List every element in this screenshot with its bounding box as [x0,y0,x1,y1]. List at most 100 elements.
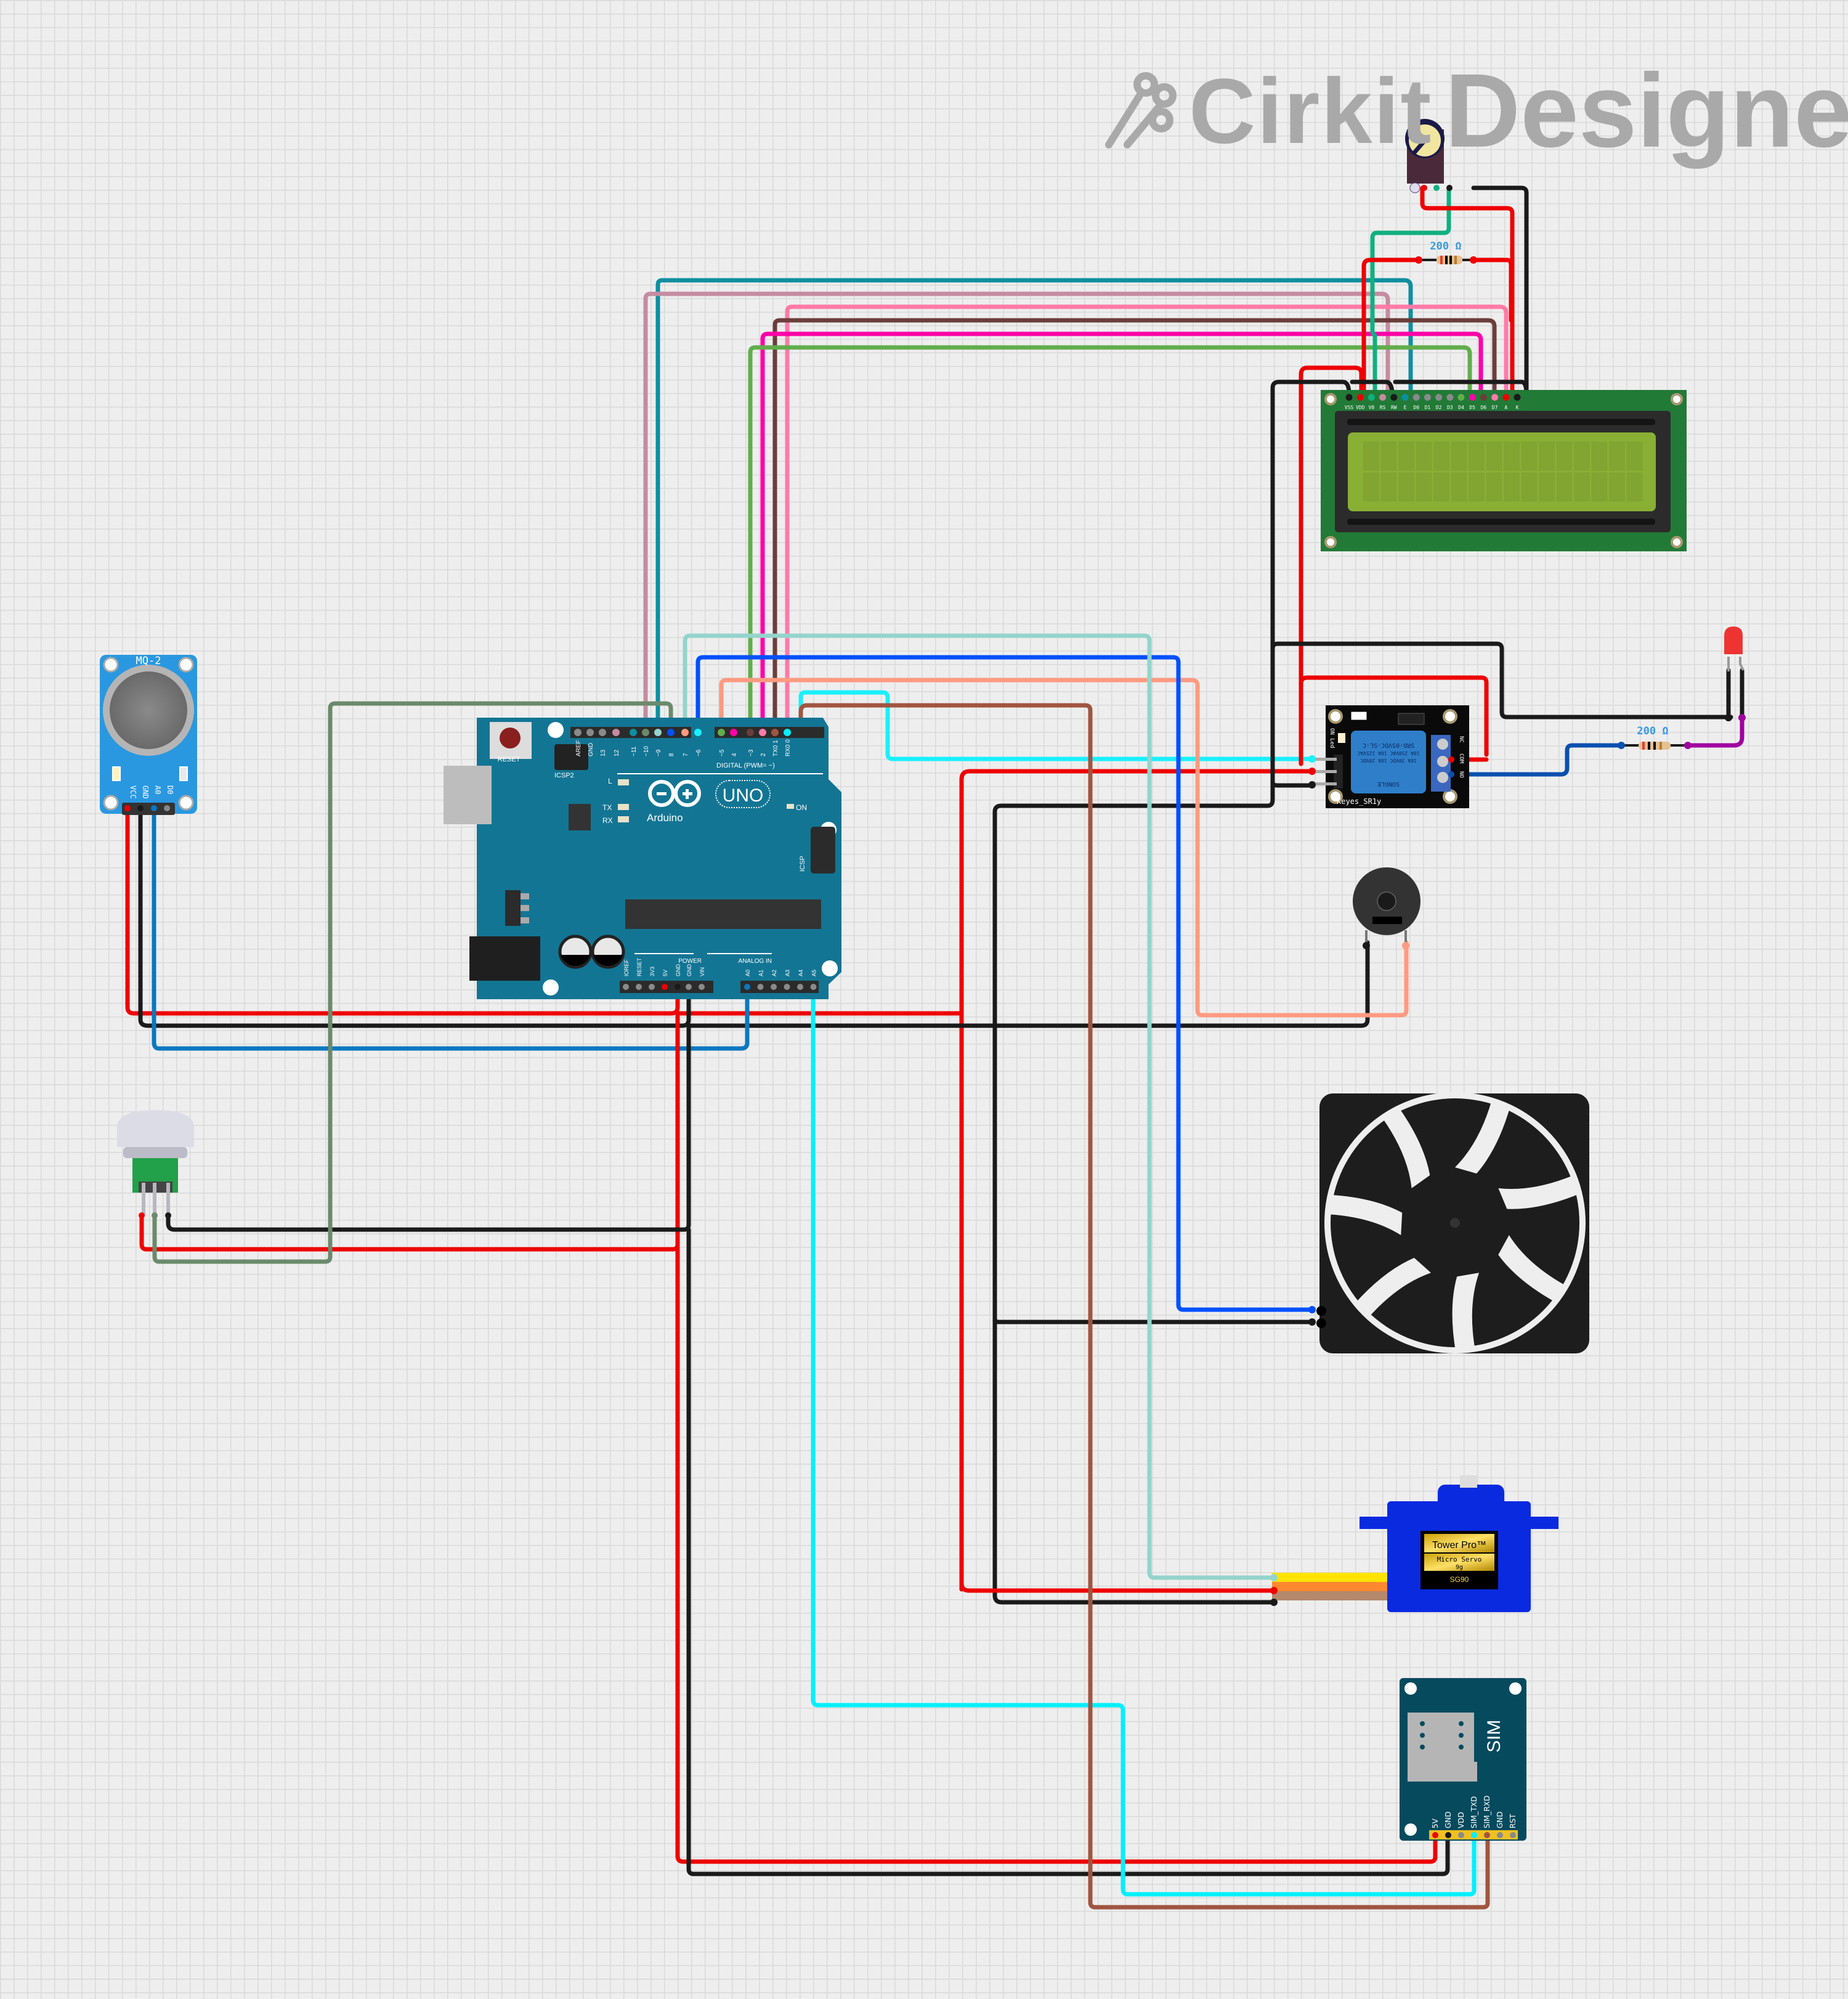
wire-servo-vcc[interactable] [959,1581,1275,1593]
wire-lcd-rs[interactable] [643,291,1390,732]
arduino-power-pin-vin[interactable] [699,984,705,990]
arduino-pin-tx01[interactable] [771,729,779,736]
arduino-pin-3[interactable] [747,729,754,736]
dc-fan[interactable] [1308,1092,1589,1358]
pir-vcc-pin[interactable] [139,1212,145,1218]
wire-fan-signal[interactable] [695,655,1315,1312]
mq2-sensor[interactable]: MQ-2 VCC GND A0 D0 [100,655,197,815]
resistor-led[interactable]: 200 Ω [1618,725,1692,750]
pir-sensor[interactable] [117,1110,194,1218]
relay-signal-pin[interactable] [1308,755,1316,763]
pot-pin-wiper[interactable] [1433,185,1440,191]
relay-gnd-pin[interactable] [1308,781,1316,789]
lcd-pin-d4[interactable] [1457,394,1465,401]
wire-pot-gnd[interactable] [1471,185,1529,397]
red-led[interactable] [1724,626,1746,721]
wire-relay-vcc[interactable] [959,675,1489,1592]
pir-gnd-pin[interactable] [165,1212,171,1218]
lcd-pin-k[interactable] [1514,394,1521,401]
lcd-pin-d5[interactable] [1469,394,1476,401]
wire-lcd-d5[interactable] [760,331,1483,732]
led-cathode-pin[interactable] [1725,714,1732,721]
relay-module[interactable]: SRD-05VDC-SL-C 10A 250VAC 10A 125VAC 10A… [1308,705,1469,808]
wire-sim-gnd[interactable] [686,1227,1450,1876]
wire-lcd-5v[interactable] [1299,365,1364,763]
mq2-d0-pin[interactable] [164,805,170,811]
servo-sg90[interactable]: Tower Pro™ Micro Servo 9g SG90 [1270,1475,1558,1612]
arduino-power-pin-ioref[interactable] [623,984,629,990]
lcd-pin-rw[interactable] [1390,394,1398,401]
buzzer[interactable] [1353,867,1420,949]
arduino-pin-gnd[interactable] [586,729,594,736]
arduino-pin-13[interactable] [599,729,606,736]
arduino-pin-6[interactable] [694,729,702,736]
arduino-analog-pin-a1[interactable] [757,984,764,990]
lcd-pin-a[interactable] [1502,394,1510,401]
lcd-pin-d2[interactable] [1435,394,1443,401]
wire-relay-signal[interactable] [798,690,1315,761]
arduino-pin-2[interactable] [759,729,766,736]
wire-relay-no-res[interactable] [1453,743,1624,777]
arduino-power-pin-reset[interactable] [636,984,642,990]
wire-lcd-d7[interactable] [785,304,1509,732]
buzzer-signal-pin[interactable] [1402,942,1409,949]
arduino-analog-pin-a5[interactable] [810,984,817,990]
relay-vcc-pin[interactable] [1308,768,1316,775]
sim-pin-sim-rxd[interactable] [1484,1832,1490,1838]
wire-pot-vcc[interactable] [1420,185,1515,397]
sim-pin-5v[interactable] [1432,1832,1438,1838]
sim-pin-gnd[interactable] [1445,1832,1451,1838]
arduino-pin-4[interactable] [730,729,737,736]
fan-vcc-pin[interactable] [1308,1306,1316,1313]
arduino-pin-rx00[interactable] [784,729,791,736]
sim-pin-sim-txd[interactable] [1471,1832,1477,1838]
servo-signal-pin[interactable] [1270,1574,1278,1581]
wire-lcd-d4[interactable] [748,345,1472,732]
wire-fan-gnd[interactable] [992,1316,1315,1324]
servo-gnd-pin[interactable] [1270,1599,1278,1606]
resistor-lcd-backlight[interactable]: 200 Ω [1415,240,1477,264]
led-anode-pin[interactable] [1738,714,1746,721]
wire-relay-gnd[interactable] [992,641,1733,1598]
lcd-pin-rs[interactable] [1379,394,1387,401]
pot-pin-vcc[interactable] [1421,185,1427,191]
arduino-power-pin-5v[interactable] [662,984,668,990]
wire-mq2-a0[interactable] [152,806,750,1051]
sim-pin-gnd[interactable] [1497,1832,1503,1838]
relay-no-pin[interactable] [1448,771,1454,777]
wire-sim-5v[interactable] [675,1242,1438,1864]
wire-buzzer-signal[interactable] [719,678,1409,1018]
wire-res-lcd-a[interactable] [1471,257,1514,323]
arduino-power-pin-3v3[interactable] [649,984,655,990]
lcd-pin-d1[interactable] [1424,394,1431,401]
mq2-vcc-pin[interactable] [124,805,131,811]
buzzer-gnd-pin[interactable] [1363,942,1370,949]
fan-gnd-pin[interactable] [1308,1318,1316,1326]
lcd-pin-vdd[interactable] [1356,394,1364,401]
arduino-pin-7[interactable] [681,729,689,736]
servo-vcc-pin[interactable] [1270,1587,1278,1594]
sim-pin-vdd[interactable] [1458,1832,1464,1838]
relay-com-pin[interactable] [1448,756,1454,763]
arduino-pin-8[interactable] [667,729,675,736]
wire-servo-gnd[interactable] [992,1593,1275,1605]
arduino-analog-pin-a4[interactable] [797,984,803,990]
wire-lcd-v0-pot[interactable] [1370,185,1451,397]
arduino-power-pin-gnd[interactable] [675,984,681,990]
wire-gnd-rail[interactable] [138,806,1370,1028]
lcd-pin-d6[interactable] [1480,394,1487,401]
lcd-pin-d3[interactable] [1446,394,1454,401]
arduino-pin-12[interactable] [612,729,620,736]
arduino-pin-10[interactable] [642,729,649,736]
arduino-analog-pin-a0[interactable] [744,984,750,990]
arduino-pin-11[interactable] [630,729,637,736]
arduino-pin-5[interactable] [718,729,725,736]
lcd-pin-v0[interactable] [1368,394,1375,401]
wire-sim-txd[interactable] [811,728,1477,1897]
wire-sim-rxd[interactable] [798,703,1490,1910]
arduino-power-pin-gnd[interactable] [686,984,692,990]
